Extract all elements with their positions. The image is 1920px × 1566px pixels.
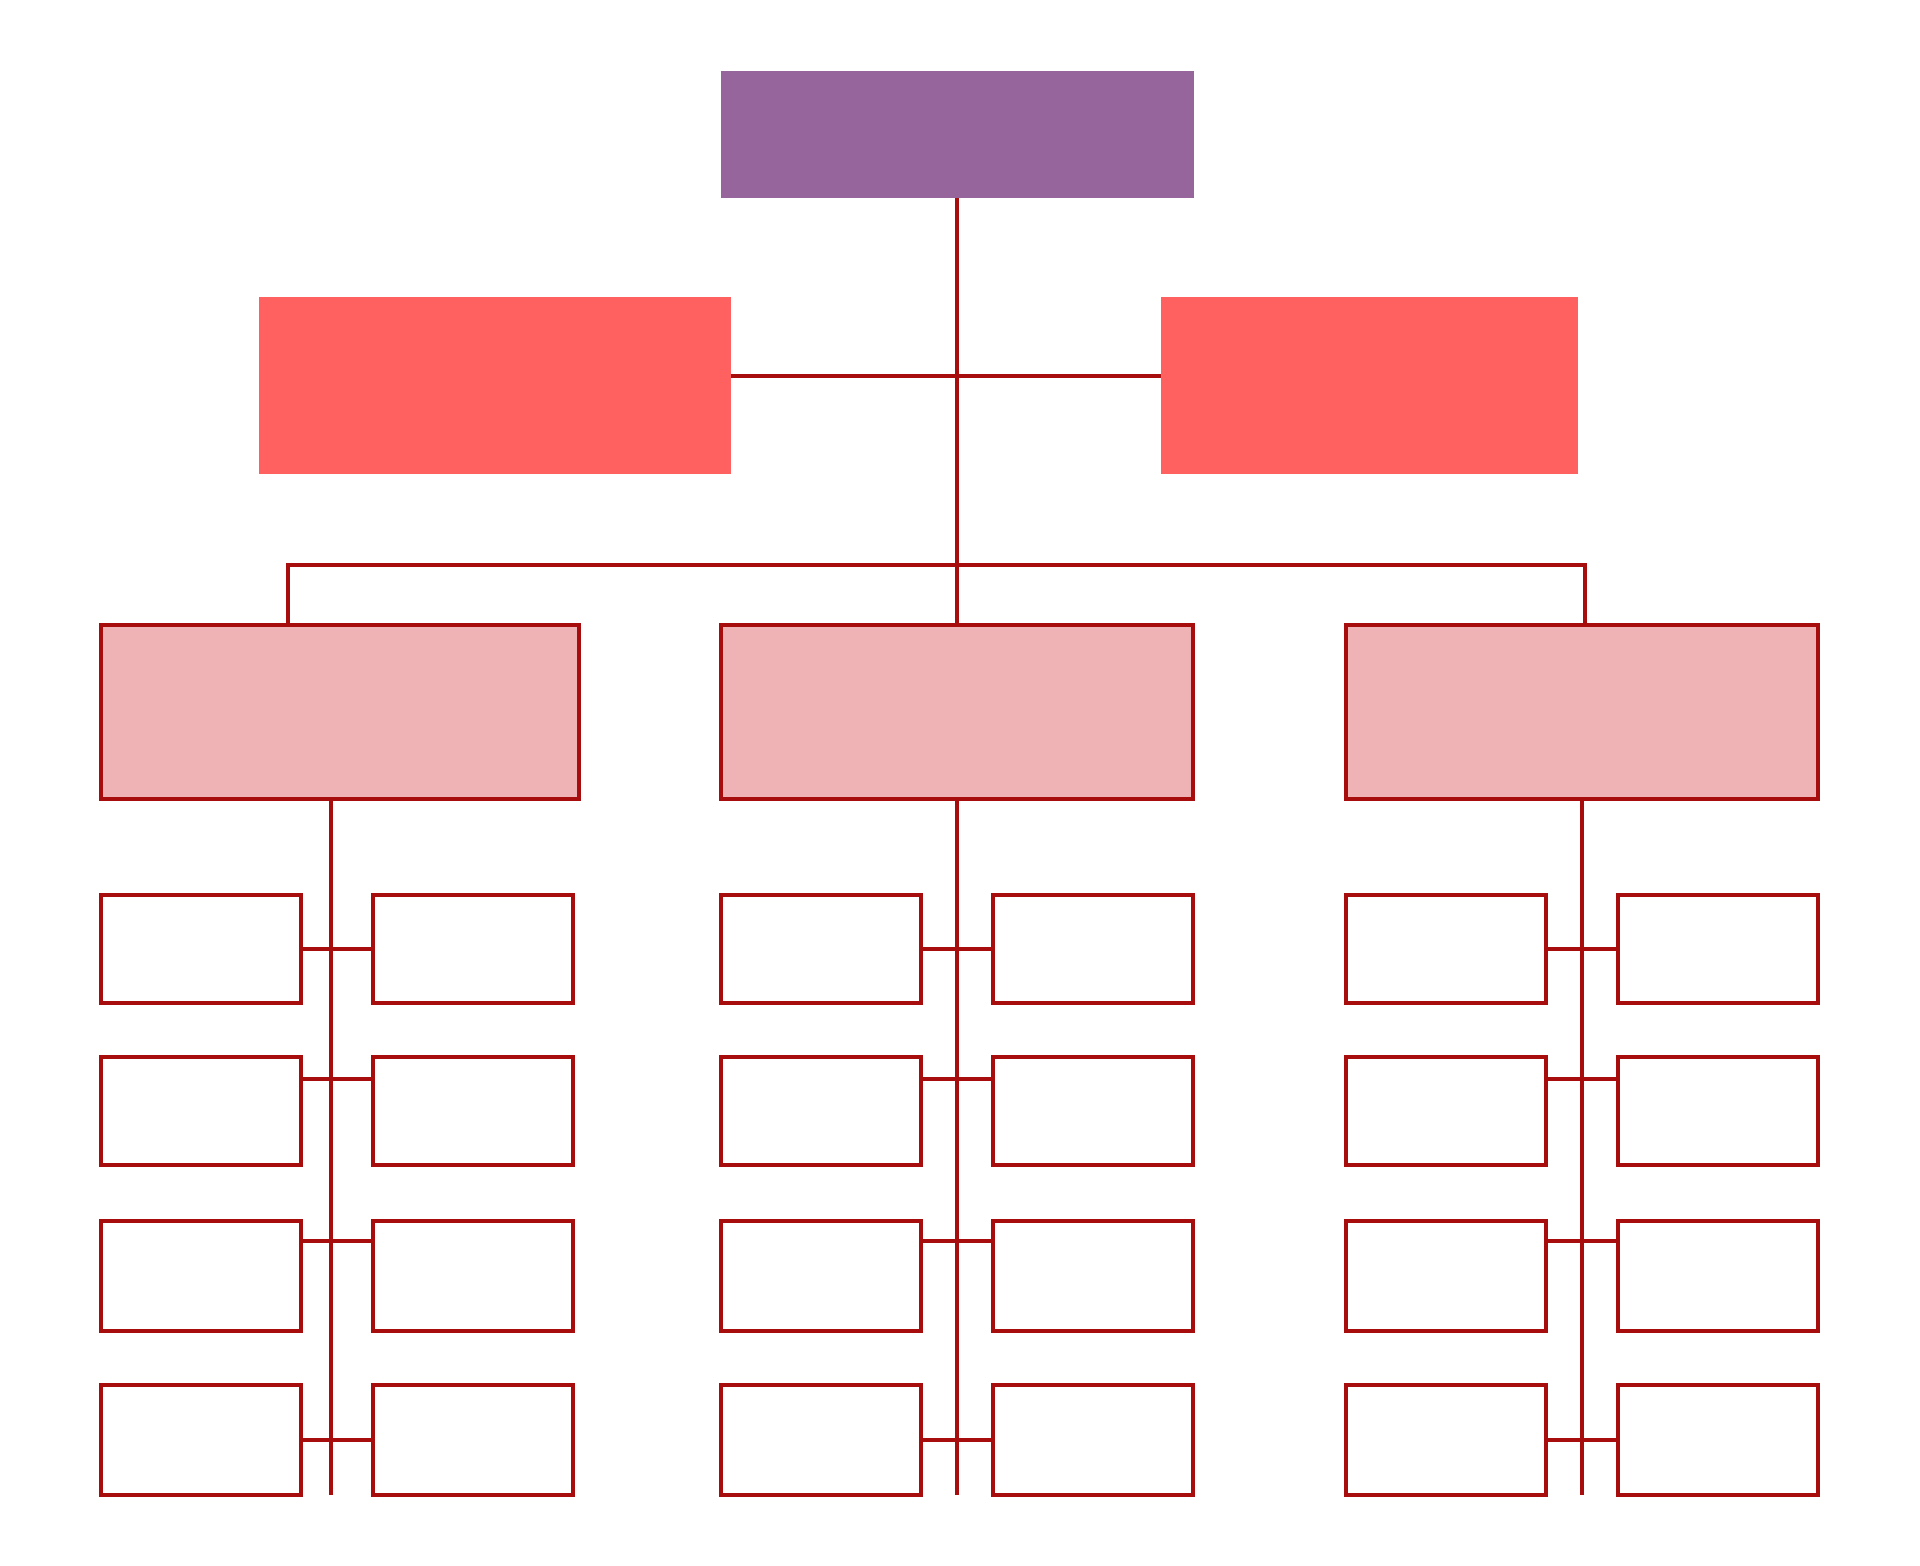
org-node-root[interactable] [721,71,1194,198]
connector-group-3-rung-2 [1544,1077,1620,1081]
org-node-leaf-g2-r1-right[interactable] [991,893,1195,1005]
org-node-leaf-g3-r3-right[interactable] [1616,1219,1820,1333]
org-node-leaf-g1-r2-left[interactable] [99,1055,303,1167]
org-node-leaf-g1-r3-left[interactable] [99,1219,303,1333]
org-node-leaf-g3-r4-left[interactable] [1344,1383,1548,1497]
connector-root-spine [955,196,959,567]
org-node-leaf-g3-r1-left[interactable] [1344,893,1548,1005]
org-node-division-3[interactable] [1344,623,1820,801]
connector-group-1-rung-3 [299,1239,375,1243]
org-node-executive-1[interactable] [259,297,731,474]
org-node-leaf-g2-r1-left[interactable] [719,893,923,1005]
connector-group-3-rung-3 [1544,1239,1620,1243]
org-node-leaf-g3-r4-right[interactable] [1616,1383,1820,1497]
org-node-division-2[interactable] [719,623,1195,801]
org-node-leaf-g2-r2-left[interactable] [719,1055,923,1167]
connector-division-drop-3 [1583,563,1587,623]
org-node-leaf-g1-r3-right[interactable] [371,1219,575,1333]
connector-group-2-rung-4 [919,1438,995,1442]
org-node-leaf-g3-r3-left[interactable] [1344,1219,1548,1333]
org-node-executive-2[interactable] [1161,297,1578,474]
org-node-leaf-g1-r1-right[interactable] [371,893,575,1005]
connector-group-3-spine [1580,799,1584,1495]
connector-division-drop-1 [286,563,290,623]
connector-group-2-rung-1 [919,947,995,951]
connector-group-1-rung-1 [299,947,375,951]
connector-group-1-spine [329,799,333,1495]
org-node-leaf-g1-r4-left[interactable] [99,1383,303,1497]
org-node-leaf-g2-r3-right[interactable] [991,1219,1195,1333]
org-node-leaf-g1-r4-right[interactable] [371,1383,575,1497]
connector-group-1-rung-4 [299,1438,375,1442]
org-node-leaf-g1-r1-left[interactable] [99,893,303,1005]
connector-group-2-spine [955,799,959,1495]
connector-group-1-rung-2 [299,1077,375,1081]
connector-division-bus [286,563,1587,567]
connector-division-drop-2 [955,563,959,623]
org-node-leaf-g2-r4-left[interactable] [719,1383,923,1497]
connector-group-2-rung-3 [919,1239,995,1243]
org-node-division-1[interactable] [99,623,581,801]
org-node-leaf-g3-r1-right[interactable] [1616,893,1820,1005]
org-node-leaf-g1-r2-right[interactable] [371,1055,575,1167]
org-node-leaf-g2-r4-right[interactable] [991,1383,1195,1497]
org-node-leaf-g3-r2-right[interactable] [1616,1055,1820,1167]
org-node-leaf-g2-r3-left[interactable] [719,1219,923,1333]
connector-group-2-rung-2 [919,1077,995,1081]
connector-group-3-rung-4 [1544,1438,1620,1442]
org-node-leaf-g3-r2-left[interactable] [1344,1055,1548,1167]
connector-executive-bar [729,374,1163,378]
org-node-leaf-g2-r2-right[interactable] [991,1055,1195,1167]
connector-group-3-rung-1 [1544,947,1620,951]
